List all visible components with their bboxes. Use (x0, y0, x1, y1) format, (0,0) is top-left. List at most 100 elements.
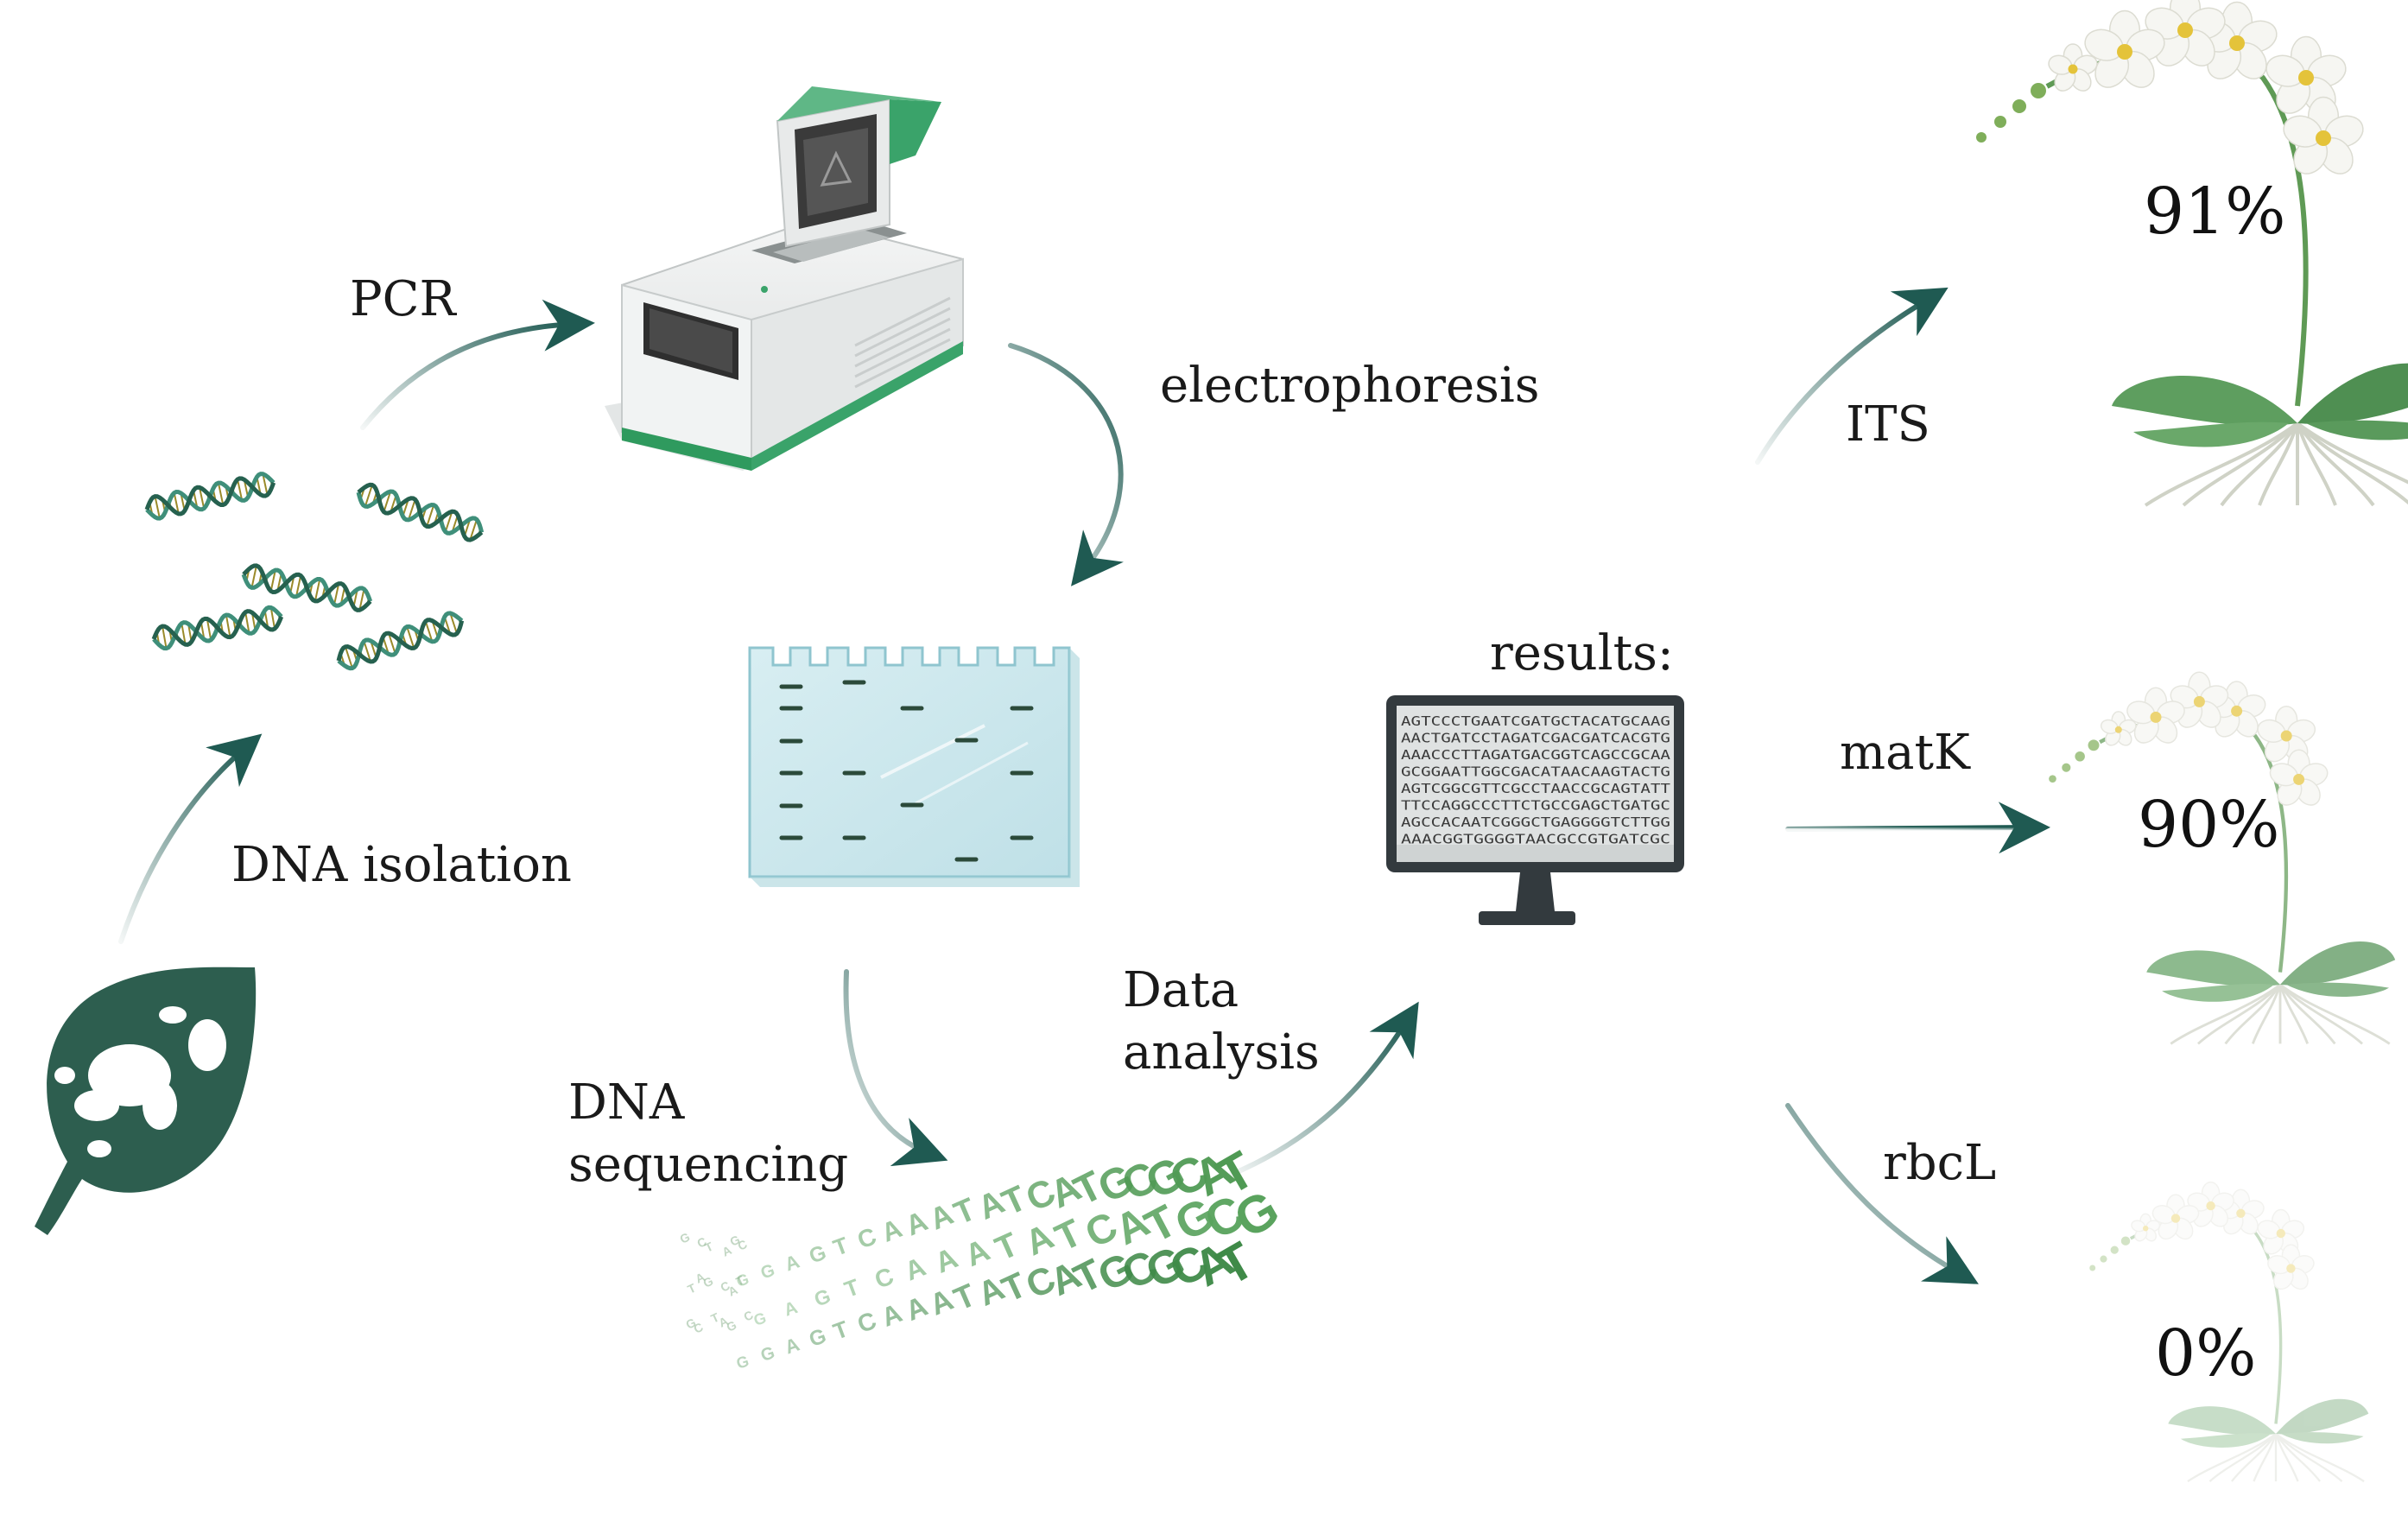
sequence-base: G (758, 1343, 777, 1366)
sequence-base: C (736, 1237, 750, 1253)
dna-helix-icon (241, 563, 373, 612)
orchid-icon (2089, 1181, 2369, 1483)
percent-rbcl: 0% (2155, 1316, 2256, 1391)
sequence-base: A (782, 1297, 801, 1321)
sequence-base: G (678, 1230, 693, 1246)
label-dna-sequencing-2: sequencing (568, 1137, 848, 1193)
sequence-base: A (901, 1252, 930, 1287)
label-marker-matk: matK (1840, 725, 1971, 781)
arrow-its (1755, 287, 1949, 465)
sequence-base: A (960, 1232, 994, 1273)
arrow-isolation (118, 733, 263, 944)
orchid-bud-icon (2100, 1255, 2107, 1263)
arrows (118, 287, 2050, 1284)
orchid-bud-icon (2088, 739, 2100, 751)
arrow-rbcl (1785, 1103, 1979, 1284)
sequence-base: T (830, 1315, 852, 1345)
label-pcr: PCR (350, 271, 458, 327)
sequence-base: G (806, 1324, 829, 1352)
sequence-base: A (878, 1214, 906, 1248)
dna-helix-icon (356, 482, 485, 542)
sequence-base: T (990, 1226, 1023, 1268)
sequence-screen: AGTCCCTGAATCGATGCTACATGCAAGAACTGATCCTAGA… (1401, 713, 1671, 847)
arrow-matk (1785, 802, 2050, 854)
orchid-bud-icon (1994, 116, 2006, 128)
arrow-pcr (360, 299, 595, 430)
sequence-base: C (854, 1222, 881, 1254)
screen-sequence-line: AAACCCTTAGATGACGGTCAGCCGCAA (1401, 747, 1671, 763)
arrow-analysis (1228, 1001, 1419, 1177)
sequence-base: G (806, 1241, 829, 1269)
labels: DNA isolation PCR electrophoresis DNA se… (231, 174, 2285, 1391)
sequence-base: A (930, 1241, 962, 1279)
leaf-icon (35, 967, 257, 1235)
orchid-flower-icon (2217, 1189, 2265, 1235)
label-marker-rbcl: rbcL (1883, 1135, 1996, 1191)
sequence-base: C (692, 1320, 706, 1336)
orchid-bud-icon (2031, 83, 2046, 98)
orchids (1976, 0, 2408, 1483)
screen-sequence-line: AGTCGGCGTTCGCCTAACCGCAGTATT (1401, 781, 1670, 796)
sequence-base: T (830, 1232, 852, 1261)
orchid-flower-icon (2269, 749, 2329, 806)
sequence-base: A (878, 1298, 906, 1333)
label-dna-isolation: DNA isolation (231, 837, 572, 893)
sequence-base: G (811, 1284, 833, 1311)
sequence-base: T (841, 1275, 863, 1303)
sequence-base: G (734, 1352, 751, 1372)
sequence-base: C (742, 1308, 756, 1324)
sequence-base: G (734, 1270, 751, 1290)
orchid-flower-icon (2196, 1, 2278, 79)
orchid-bud-icon (2110, 1246, 2119, 1254)
dna-helix-icon (151, 605, 284, 651)
monitor-icon: AGTCCCTGAATCGATGCTACATGCAAGAACTGATCCTAGA… (1386, 695, 1684, 925)
label-data-analysis-2: analysis (1123, 1024, 1320, 1081)
arrow-sequencing (843, 969, 948, 1167)
label-data-analysis-1: Data (1123, 962, 1239, 1018)
orchid-flower-icon (2267, 1244, 2315, 1290)
orchid-flower-icon (2283, 96, 2364, 174)
orchid-flower-icon (2257, 1208, 2305, 1255)
sequence-base: G (758, 1261, 777, 1284)
orchid-flower-icon (2048, 43, 2098, 92)
sequence-base: A (782, 1334, 802, 1359)
sequence-base: G (751, 1309, 769, 1328)
orchid-flower-icon (2187, 1181, 2234, 1227)
screen-sequence-line: AGTCCCTGAATCGATGCTACATGCAAG (1401, 713, 1670, 729)
screen-sequence-line: AGCCACAATCGGGCTGAGGGGTCTTGG (1401, 815, 1670, 830)
orchid-icon (2049, 671, 2396, 1045)
orchid-bud-icon (1976, 132, 1987, 143)
orchid-flower-icon (2170, 671, 2229, 728)
dna-helix-icon (144, 472, 276, 521)
sequence-base: G (725, 1318, 739, 1334)
sequence-base: G (701, 1274, 716, 1290)
label-results: results: (1490, 625, 1674, 681)
percent-its: 91% (2144, 174, 2285, 249)
sequence-base: T (686, 1280, 699, 1296)
orchid-bud-icon (2120, 1236, 2131, 1246)
orchid-flower-icon (2131, 1213, 2161, 1242)
sequence-base: C (854, 1307, 881, 1339)
sequence-base: A (782, 1251, 802, 1276)
orchid-flower-icon (2257, 706, 2316, 763)
orchid-bud-icon (2075, 751, 2085, 762)
screen-sequence-line: GCGGAATTGGCGACATAACAAGTACTG (1401, 764, 1670, 780)
label-electrophoresis: electrophoresis (1160, 358, 1539, 414)
dna-helices (144, 472, 485, 671)
dna-helix-icon (336, 611, 465, 671)
orchid-flower-icon (2126, 687, 2185, 744)
orchid-bud-icon (2062, 763, 2071, 772)
orchid-flower-icon (2145, 0, 2226, 67)
arrow-electrophoresis (1008, 343, 1124, 586)
gel-icon (748, 646, 1080, 887)
orchid-icon (1976, 0, 2408, 507)
orchid-flower-icon (2151, 1194, 2200, 1240)
sequence-base: C (871, 1263, 898, 1295)
orchid-bud-icon (2049, 775, 2056, 783)
label-marker-its: ITS (1846, 396, 1930, 453)
pcr-machine-icon (605, 86, 964, 471)
orchid-flower-icon (2084, 10, 2165, 88)
orchid-bud-icon (2089, 1265, 2096, 1271)
orchid-flower-icon (2265, 35, 2347, 114)
